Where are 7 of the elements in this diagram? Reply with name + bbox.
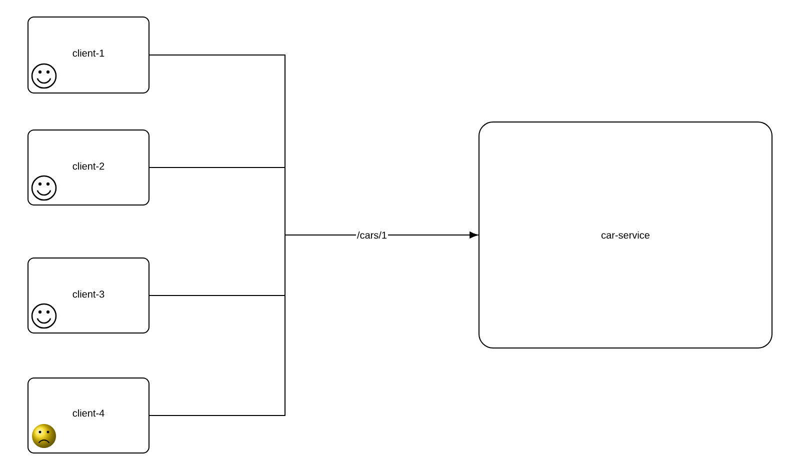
client-box: client-4 (28, 378, 150, 454)
client-box: client-3 (28, 258, 150, 334)
arrow (148, 232, 478, 416)
edge-label: /cars/1 (357, 231, 387, 239)
service-box: car-service (478, 122, 772, 348)
client-box: client-2 (28, 130, 150, 206)
client-box: client-1 (28, 16, 150, 94)
